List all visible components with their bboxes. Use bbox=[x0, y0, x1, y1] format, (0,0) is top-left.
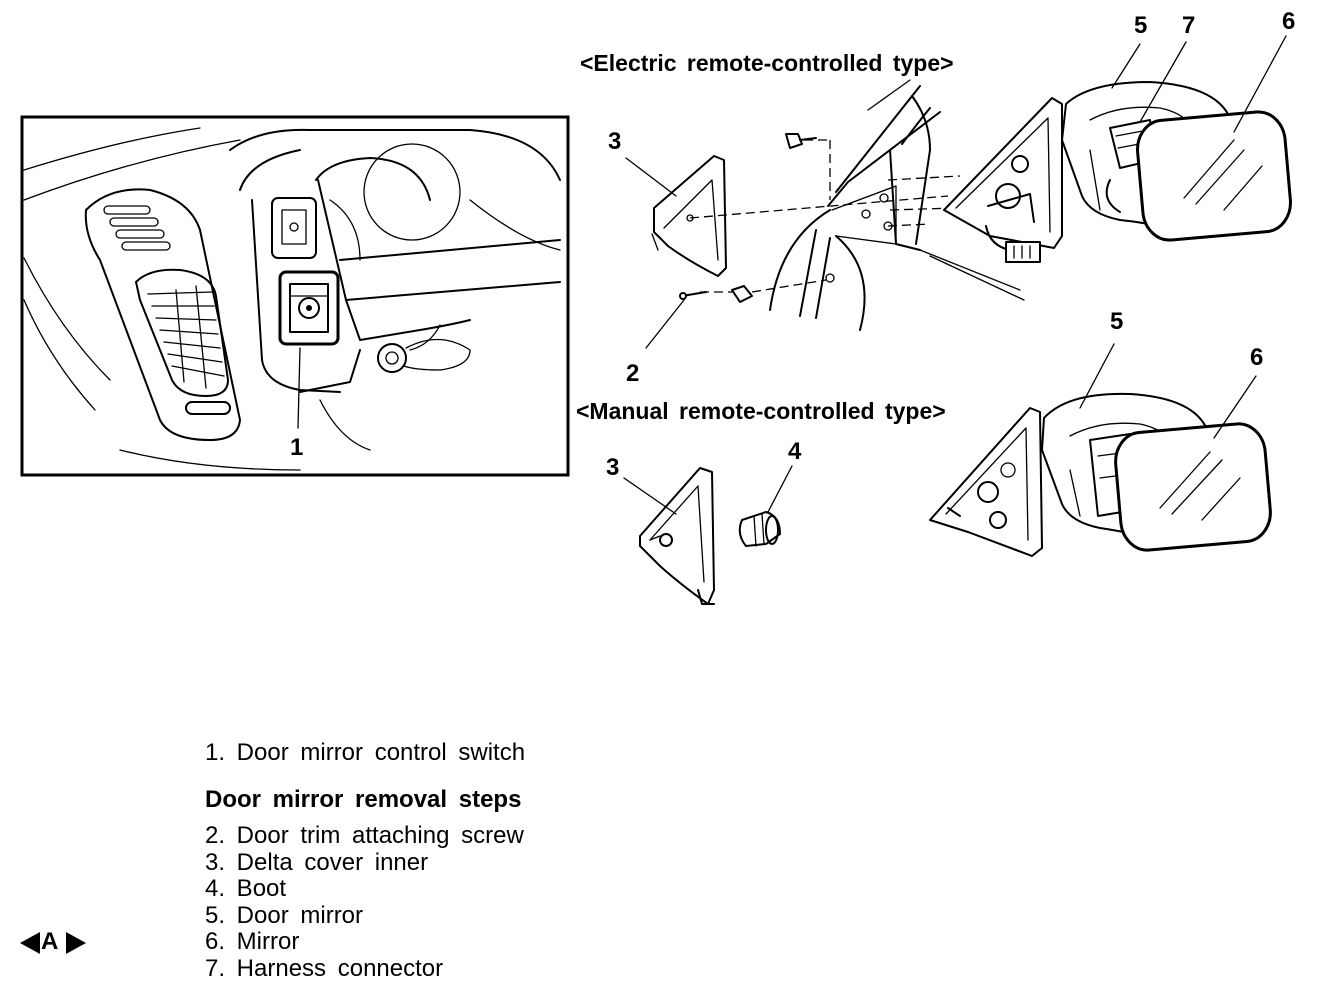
legend-step-6: 6. Mirror bbox=[205, 928, 300, 955]
callout-electric-2: 2 bbox=[626, 360, 640, 387]
callout-electric-7: 7 bbox=[1182, 12, 1196, 39]
legend-item-1: 1. Door mirror control switch bbox=[205, 739, 526, 766]
upper-vent-louvers bbox=[103, 205, 171, 251]
manual-type-label: <Manual remote-controlled type> bbox=[576, 398, 946, 424]
mirror-glass-manual bbox=[1114, 422, 1272, 552]
service-point-arrows-icon bbox=[20, 932, 86, 954]
callout-electric-5: 5 bbox=[1134, 12, 1148, 39]
manual-type-exploded-view bbox=[623, 343, 1272, 605]
door-mirror-control-switch bbox=[278, 270, 340, 346]
legend-heading: Door mirror removal steps bbox=[205, 786, 522, 813]
legend-step-2: 2. Door trim attaching screw bbox=[205, 822, 524, 849]
callout-electric-6: 6 bbox=[1282, 8, 1296, 35]
callout-manual-4: 4 bbox=[788, 438, 802, 465]
legend-step-3: 3. Delta cover inner bbox=[205, 848, 429, 876]
mirror-glass-electric bbox=[1136, 110, 1292, 242]
electric-type-exploded-view bbox=[625, 35, 1292, 349]
legend-step-7: 7. Harness connector bbox=[205, 954, 444, 982]
legend-steps-list: 2. Door trim attaching screw 3. Delta co… bbox=[205, 822, 524, 982]
instrument-panel-inset bbox=[20, 115, 570, 477]
callout-manual-6: 6 bbox=[1250, 344, 1264, 371]
delta-cover-inner-manual bbox=[639, 467, 715, 605]
electric-type-label: <Electric remote-controlled type> bbox=[580, 50, 954, 76]
service-point-marker: A bbox=[18, 928, 90, 956]
door-trim-screw bbox=[679, 285, 753, 303]
legend-step-4: 4. Boot bbox=[205, 875, 287, 902]
screw-upper bbox=[785, 133, 817, 149]
callout-manual-5: 5 bbox=[1110, 308, 1124, 335]
callout-manual-3: 3 bbox=[606, 454, 620, 481]
callout-electric-3: 3 bbox=[608, 128, 622, 155]
delta-cover-inner-electric bbox=[651, 155, 727, 277]
lower-vent-grille bbox=[135, 268, 229, 397]
service-point-letter: A bbox=[41, 928, 59, 955]
callout-1: 1 bbox=[290, 434, 304, 461]
legend-switch-item: 1. Door mirror control switch bbox=[205, 739, 526, 767]
boot bbox=[738, 511, 781, 547]
legend-step-5: 5. Door mirror bbox=[205, 901, 364, 929]
